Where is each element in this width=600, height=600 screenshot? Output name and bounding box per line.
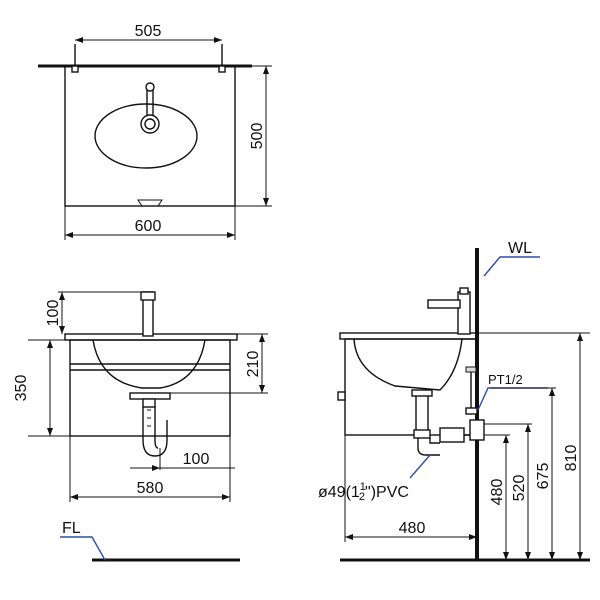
dim-505-label: 505: [135, 23, 162, 40]
pt-leader: [477, 387, 548, 411]
front-trap: [142, 407, 168, 457]
dim-675-label: 675: [535, 463, 552, 490]
dim-480h-label: 480: [399, 520, 426, 537]
dim-100h-label: 100: [183, 451, 210, 468]
valve-label: PT1/2: [488, 372, 523, 387]
top-bowl-oval: [94, 103, 198, 169]
side-wall-flange: [469, 419, 485, 441]
side-bowl: [353, 338, 463, 391]
side-faucet: [457, 291, 471, 335]
dim-500-label: 500: [249, 123, 266, 150]
front-view: 100 350 210 100 580 FL: [13, 291, 268, 562]
top-faucet-handle: [145, 82, 155, 92]
side-trap: [417, 438, 440, 456]
dim-520-label: 520: [511, 475, 528, 502]
dim-580-label: 580: [137, 480, 164, 497]
side-handle: [337, 391, 346, 401]
dim-350-label: 350: [13, 375, 30, 402]
top-view: 505 500 600: [38, 23, 272, 240]
wl-leader: [483, 256, 540, 277]
top-faucet-base: [140, 114, 160, 134]
front-cabinet: [69, 339, 231, 437]
side-cabinet: [344, 338, 478, 436]
dim-480v-label: 480: [489, 479, 506, 506]
side-drain: [411, 389, 433, 397]
dim-210-label: 210: [245, 351, 262, 378]
side-valve: [465, 407, 478, 415]
floor-label: FL: [62, 520, 81, 537]
dim-810-label: 810: [563, 445, 580, 472]
top-overflow-notch: [137, 199, 163, 207]
wall-label: WL: [508, 240, 532, 257]
side-countertop: [339, 332, 478, 340]
pvc-leader: [409, 454, 431, 479]
front-drain-flange: [129, 392, 171, 400]
dim-100v-label: 100: [45, 300, 62, 327]
dim-600-label: 600: [135, 218, 162, 235]
front-bowl: [92, 339, 206, 389]
fl-leader: [60, 536, 106, 561]
